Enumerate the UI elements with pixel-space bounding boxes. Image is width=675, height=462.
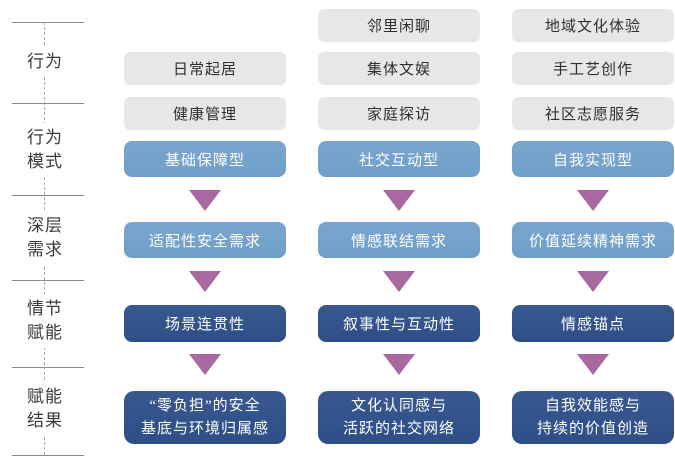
outcome-box: “零负担”的安全 基底与环境归属感	[124, 391, 286, 444]
need-box: 适配性安全需求	[124, 222, 286, 258]
down-arrow-icon	[577, 271, 609, 292]
down-arrow-icon	[383, 354, 415, 375]
row-label-plot-enabling: 情节 赋能	[25, 294, 65, 348]
need-box: 情感联结需求	[318, 222, 480, 258]
down-arrow-icon	[383, 190, 415, 211]
down-arrow-icon	[189, 190, 221, 211]
down-arrow-icon	[383, 271, 415, 292]
outcome-box: 文化认同感与 活跃的社交网络	[318, 391, 480, 444]
need-box: 价值延续精神需求	[512, 222, 674, 258]
down-arrow-icon	[189, 354, 221, 375]
pattern-box: 基础保障型	[124, 141, 286, 177]
down-arrow-icon	[577, 354, 609, 375]
sidebar-divider	[12, 103, 84, 104]
down-arrow-icon	[577, 190, 609, 211]
sidebar-divider	[12, 22, 84, 23]
row-label-deep-need: 深层 需求	[25, 211, 65, 265]
sidebar-divider	[12, 195, 84, 196]
behavior-box: 家庭探访	[318, 97, 480, 130]
outcome-box: 自我效能感与 持续的价值创造	[512, 391, 674, 444]
behavior-box: 社区志愿服务	[512, 97, 674, 130]
behavior-box: 手工艺创作	[512, 52, 674, 85]
sidebar-divider	[12, 455, 84, 456]
enabler-box: 场景连贯性	[124, 305, 286, 342]
row-label-behavior-pattern: 行为 模式	[25, 123, 65, 177]
behavior-box: 邻里闲聊	[318, 9, 480, 42]
behavior-box: 集体文娱	[318, 52, 480, 85]
down-arrow-icon	[189, 271, 221, 292]
behavior-box: 健康管理	[124, 97, 286, 130]
sidebar-divider	[12, 367, 84, 368]
row-label-enabling-result: 赋能 结果	[25, 382, 65, 436]
enabler-box: 情感锚点	[512, 305, 674, 342]
behavior-box: 日常起居	[124, 52, 286, 85]
enabler-box: 叙事性与互动性	[318, 305, 480, 342]
row-label-behavior: 行为	[25, 47, 65, 77]
pattern-box: 自我实现型	[512, 141, 674, 177]
sidebar-divider	[12, 280, 84, 281]
pattern-box: 社交互动型	[318, 141, 480, 177]
behavior-box: 地域文化体验	[512, 9, 674, 42]
